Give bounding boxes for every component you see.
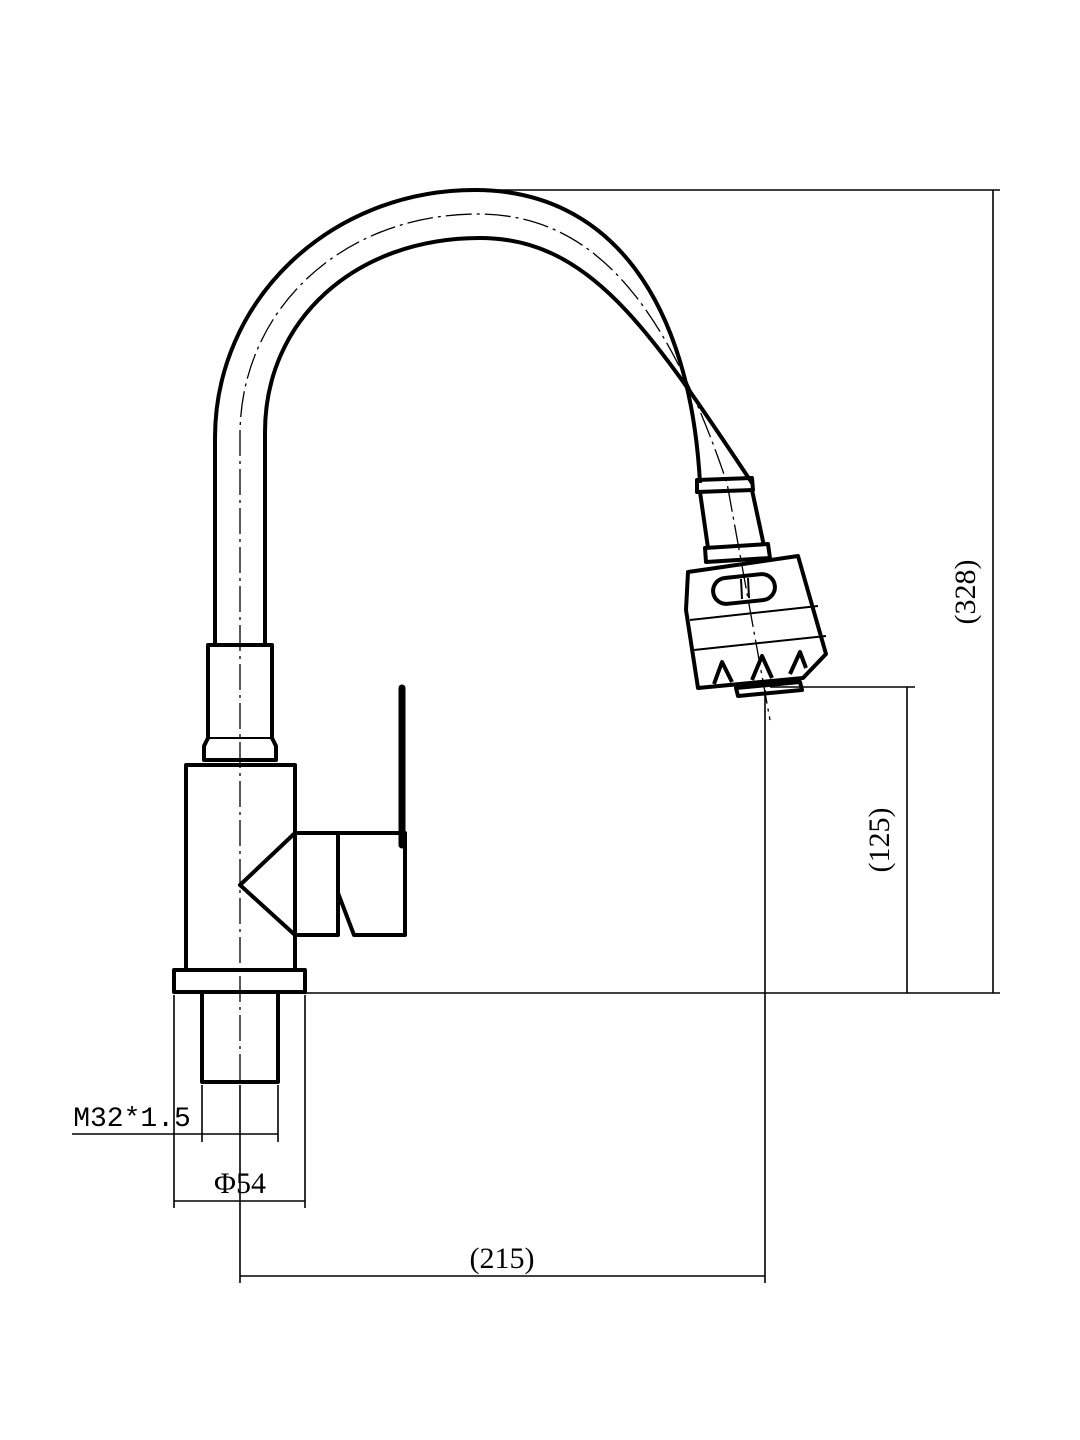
label-spout-height: (125) [863, 808, 896, 873]
dimension-spout-height [770, 686, 915, 993]
spray-mode-switch [711, 572, 777, 606]
label-base-diameter: Φ54 [214, 1167, 266, 1200]
mixer-handle [238, 684, 407, 937]
label-thread: M32*1.5 [73, 1104, 191, 1135]
dimension-thread [72, 1085, 279, 1142]
spout-tube [213, 188, 754, 645]
spout-centerline [239, 213, 771, 1080]
dimension-base-diameter [173, 995, 306, 1208]
faucet-body [172, 643, 307, 1084]
label-total-height: (328) [949, 560, 982, 625]
dimension-total-height [305, 189, 1000, 994]
dimension-reach [239, 690, 766, 1283]
label-reach: (215) [470, 1242, 535, 1275]
spray-head [684, 476, 828, 698]
